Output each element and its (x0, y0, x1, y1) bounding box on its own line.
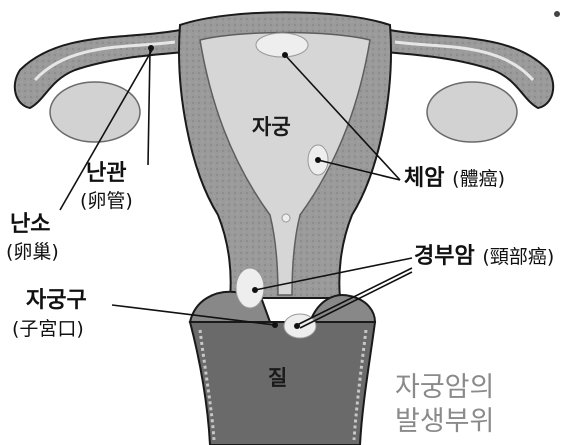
small-lesion-dot (282, 214, 290, 222)
cervical-dot-1 (252, 287, 258, 293)
tube-pointer-dot (148, 45, 154, 51)
cervical-cancer-label: 경부암 (頸部癌) (414, 246, 554, 268)
cervix-opening-hanja: (子宮口) (12, 320, 84, 339)
cervical-cancer-lesion-upper (236, 268, 264, 308)
corner-mark (554, 11, 560, 17)
fallopian-tube-label: 난관 (86, 163, 126, 185)
ovary-hanja: (卵巢) (6, 243, 59, 262)
body-cancer-hanja: (體癌) (452, 168, 505, 190)
cervical-cancer-ko: 경부암 (414, 244, 475, 269)
cervix-opening-label: 자궁구 (26, 290, 87, 312)
vagina-label: 질 (268, 368, 287, 389)
body-cancer-ko: 체암 (404, 166, 444, 191)
body-cancer-dot-2 (315, 157, 321, 163)
cervical-dot-2 (294, 323, 300, 329)
left-ovary (50, 82, 140, 142)
body-cancer-dot-1 (282, 52, 288, 58)
caption-line-1: 자궁암의 (395, 374, 494, 401)
fallopian-tube-hanja: (卵管) (80, 192, 133, 211)
ovary-label: 난소 (10, 214, 50, 236)
right-ovary (427, 82, 517, 142)
caption-line-2: 발생부위 (395, 408, 494, 435)
cervix-opening-dot (272, 322, 278, 328)
cervical-cancer-hanja: (頸部癌) (482, 246, 554, 268)
body-cancer-label: 체암 (體癌) (404, 168, 505, 190)
uterus-label: 자궁 (252, 117, 291, 138)
leader-fallopian-tube (148, 50, 150, 165)
fundus-lesion (256, 33, 308, 57)
